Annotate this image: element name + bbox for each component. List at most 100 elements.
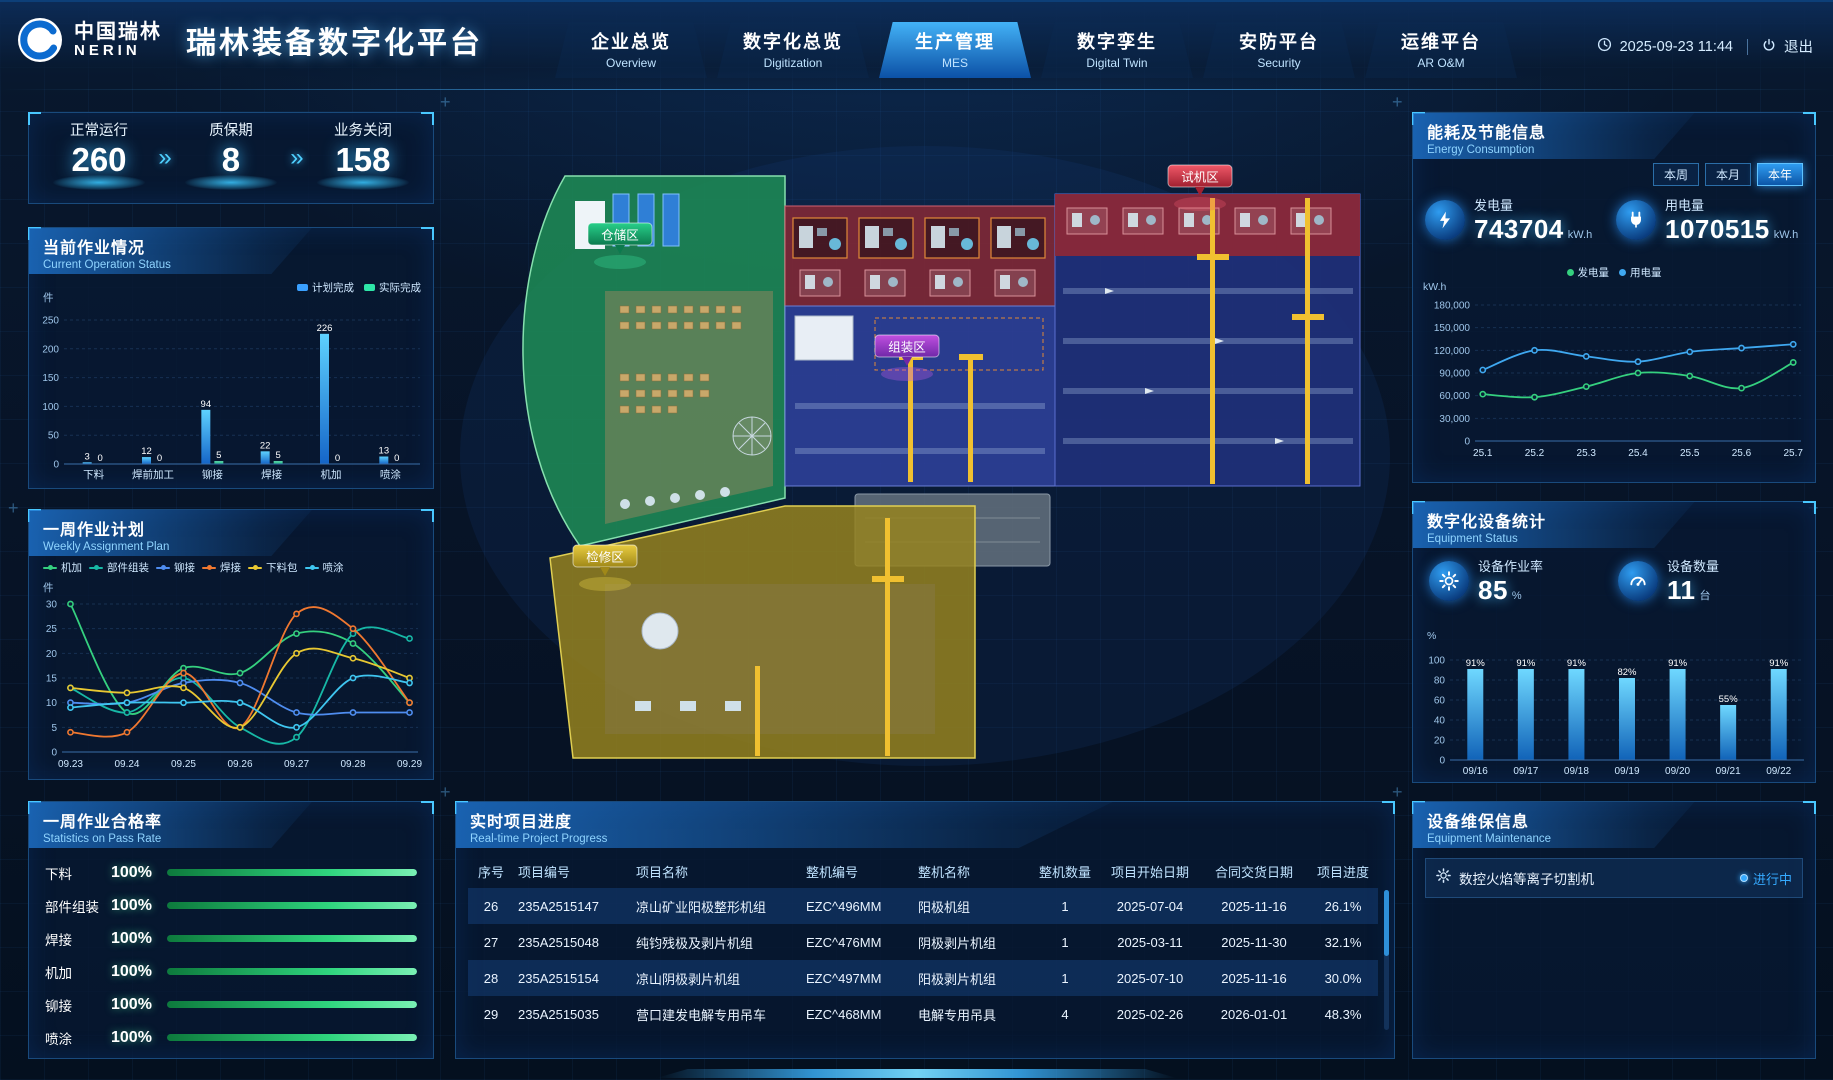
svg-text:下料: 下料 <box>83 468 104 481</box>
kpi-label: 发电量 <box>1474 198 1514 213</box>
svg-text:90,000: 90,000 <box>1439 369 1470 380</box>
svg-text:80: 80 <box>1434 676 1446 687</box>
arrow-icon: » <box>158 144 172 171</box>
progress-head: 序号项目编号项目名称整机编号整机名称整机数量项目开始日期合同交货日期项目进度 <box>468 856 1378 886</box>
maintenance-item[interactable]: 数控火焰等离子切割机进行中 <box>1425 858 1803 898</box>
panel-title: 数字化设备统计 <box>1427 514 1547 531</box>
panel-subtitle: Real-time Project Progress <box>470 833 608 845</box>
y-axis-unit: kW.h <box>1423 281 1447 293</box>
zone-label: 试机区 <box>1181 170 1219 185</box>
svg-text:09.29: 09.29 <box>397 759 422 770</box>
legend-item: 下料包 <box>248 560 298 575</box>
gear-icon <box>1429 561 1469 601</box>
gear-icon <box>1436 868 1451 888</box>
svg-text:3: 3 <box>85 451 90 462</box>
column-header: 项目名称 <box>636 864 689 880</box>
maint-list: 数控火焰等离子切割机进行中 <box>1425 858 1803 898</box>
svg-text:91%: 91% <box>1466 658 1486 669</box>
svg-text:喷涂: 喷涂 <box>380 468 401 481</box>
svg-text:120,000: 120,000 <box>1434 346 1471 357</box>
column-header: 整机名称 <box>918 864 971 880</box>
legend-item: 发电量 <box>1566 265 1609 280</box>
svg-text:5: 5 <box>276 450 281 461</box>
svg-text:13: 13 <box>379 446 390 457</box>
plug-icon <box>1616 200 1656 240</box>
zone-tag-storage[interactable]: 仓储区 <box>587 222 653 269</box>
zone-tag-repair[interactable]: 检修区 <box>572 544 638 591</box>
exit-button[interactable]: 退出 <box>1784 40 1813 56</box>
column-header: 项目进度 <box>1316 864 1369 880</box>
panel-header: 一周作业计划 Weekly Assignment Plan <box>29 510 433 556</box>
page-title: 瑞林装备数字化平台 <box>186 27 483 60</box>
panel-current-operation: 当前作业情况 Current Operation Status 计划完成实际完成… <box>28 227 434 489</box>
kpi-label: 设备作业率 <box>1478 559 1544 574</box>
svg-text:20: 20 <box>1434 736 1446 747</box>
op-legend: 计划完成实际完成 <box>297 280 421 295</box>
svg-text:180,000: 180,000 <box>1434 301 1471 312</box>
svg-text:09.28: 09.28 <box>341 759 366 770</box>
panel-header: 能耗及节能信息 Energy Consumption <box>1413 113 1815 159</box>
svg-text:91%: 91% <box>1668 658 1688 669</box>
svg-text:50: 50 <box>48 431 60 442</box>
svg-text:25: 25 <box>46 624 58 635</box>
svg-text:机加: 机加 <box>321 468 342 481</box>
svg-text:25.7: 25.7 <box>1784 448 1804 459</box>
weekly-legend: 机加部件组装铆接焊接下料包喷涂 <box>43 560 429 575</box>
svg-text:226: 226 <box>317 323 333 334</box>
svg-text:94: 94 <box>201 399 212 410</box>
panel-title: 一周作业合格率 <box>43 814 163 831</box>
svg-text:09/18: 09/18 <box>1564 766 1589 777</box>
divider <box>1747 38 1748 55</box>
svg-text:25.1: 25.1 <box>1473 448 1493 459</box>
y-axis-unit: 件 <box>43 582 54 594</box>
svg-text:5: 5 <box>216 450 221 461</box>
zone-tag-assembly[interactable]: 组装区 <box>874 334 940 381</box>
panel-subtitle: Current Operation Status <box>43 259 171 271</box>
kpi-utilization: 设备作业率 85% <box>1429 556 1618 606</box>
panel-title: 一周作业计划 <box>43 522 146 539</box>
zone-label: 检修区 <box>586 550 624 565</box>
svg-text:25.5: 25.5 <box>1680 448 1700 459</box>
svg-text:60: 60 <box>1434 696 1446 707</box>
decor-plus: + <box>8 498 19 518</box>
energy-tab-本年[interactable]: 本年 <box>1757 163 1803 186</box>
kpi-label: 设备数量 <box>1667 559 1720 574</box>
svg-text:91%: 91% <box>1516 658 1536 669</box>
panel-header: 设备维保信息 Equipment Maintenance <box>1413 802 1815 848</box>
power-icon <box>1762 38 1776 56</box>
energy-tabs: 本周本月本年 <box>1653 163 1803 186</box>
svg-text:100: 100 <box>42 402 59 413</box>
brand-cn: 中国瑞林 <box>74 20 162 43</box>
clock-icon <box>1597 37 1612 56</box>
factory-3d-map[interactable]: 仓储区 试机区 组装区 检修区 <box>455 106 1395 789</box>
energy-tab-本月[interactable]: 本月 <box>1705 163 1751 186</box>
svg-text:30: 30 <box>46 600 58 611</box>
table-scrollbar[interactable] <box>1384 890 1389 1030</box>
energy-tab-本周[interactable]: 本周 <box>1653 163 1699 186</box>
svg-text:09/19: 09/19 <box>1614 766 1639 777</box>
panel-header: 数字化设备统计 Equipment Status <box>1413 502 1815 548</box>
zone-tag-test[interactable]: 试机区 <box>1167 164 1233 211</box>
kpi-label: 用电量 <box>1665 198 1705 213</box>
